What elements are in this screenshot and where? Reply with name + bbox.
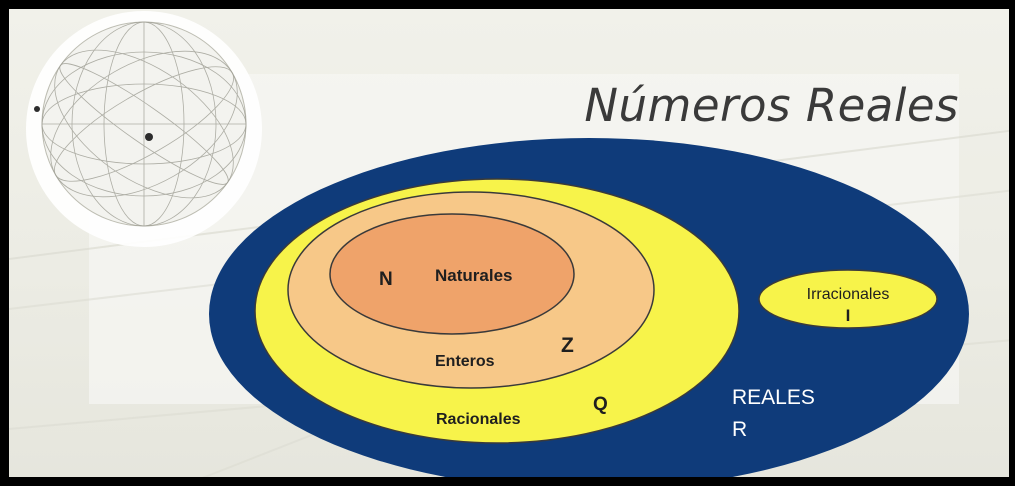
irracionales-set-ellipse (758, 269, 938, 329)
page-title: Números Reales (584, 79, 959, 132)
naturales-set-ellipse (329, 213, 575, 335)
racionales-label: Racionales (436, 411, 521, 428)
irracionales-label: Irracionales (807, 286, 890, 303)
reales-symbol: R (732, 418, 747, 441)
enteros-symbol: Z (561, 334, 574, 357)
racionales-symbol: Q (593, 394, 608, 415)
enteros-label: Enteros (435, 353, 495, 370)
globe-icon (26, 11, 262, 247)
reales-label: REALES (732, 386, 815, 409)
venn-diagram: N Naturales Enteros Z Racionales Q Irrac… (9, 11, 1009, 477)
naturales-label: Naturales (435, 266, 512, 285)
irracionales-symbol: I (846, 306, 851, 325)
naturales-symbol: N (379, 269, 393, 290)
